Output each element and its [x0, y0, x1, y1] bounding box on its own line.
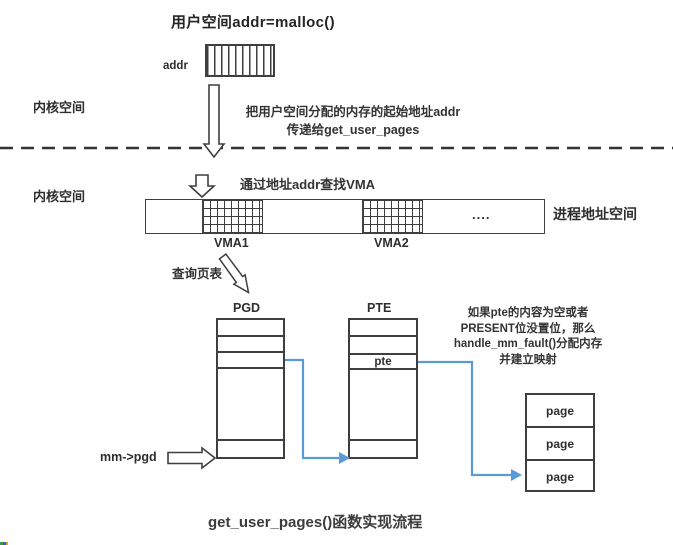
down-arrow-vma-icon	[187, 174, 217, 199]
pte-row-pte-entry: pte	[350, 355, 416, 370]
pgd-title: PGD	[233, 301, 261, 315]
page-frames-box: page page page	[525, 393, 595, 492]
fault-note-line2: PRESENT位没置位，那么	[460, 322, 596, 335]
page-frame: page	[545, 469, 574, 484]
diagram-caption: get_user_pages()函数实现流程	[208, 514, 423, 531]
pgd-to-pte-connector	[285, 358, 340, 460]
fault-note: 如果pte的内容为空或者 PRESENT位没置位，那么 handle_mm_fa…	[444, 306, 612, 368]
pass-addr-annotation: 把用户空间分配的内存的起始地址addr 传递给get_user_pages	[236, 103, 470, 139]
pte-to-page-connector	[418, 360, 512, 477]
right-arrow-mm-pgd-icon	[167, 446, 217, 470]
fault-note-line3: handle_mm_fault()分配内存	[453, 338, 603, 350]
artifact-blue	[3, 542, 6, 545]
pgd-table	[216, 318, 285, 459]
find-vma-annotation: 通过地址addr查找VMA	[240, 177, 376, 192]
vma2-label: VMA2	[374, 236, 409, 250]
pgd-row	[218, 320, 283, 337]
pass-addr-line2: 传递给get_user_pages	[286, 123, 420, 137]
process-address-space-bar	[145, 199, 545, 234]
pte-title: PTE	[367, 301, 392, 315]
pgd-row	[218, 369, 283, 441]
kernel-space-label-top: 内核空间	[33, 100, 86, 115]
bottom-left-artifact	[0, 542, 8, 545]
ellipsis-label: ....	[472, 207, 491, 222]
page-frame: page	[527, 395, 593, 428]
diagonal-arrow-query-icon	[218, 253, 250, 294]
kernel-space-label-mid: 内核空间	[33, 189, 86, 204]
pte-row	[350, 320, 416, 337]
addr-label: addr	[163, 60, 188, 72]
pgd-row-pgd-entry	[218, 441, 283, 457]
artifact-orange	[6, 542, 8, 545]
pte-to-page-arrowhead-icon	[511, 469, 522, 481]
vma2-region	[362, 200, 423, 233]
down-arrow-addr-icon	[202, 84, 226, 159]
pass-addr-line1: 把用户空间分配的内存的起始地址addr	[245, 105, 461, 119]
pte-table: pte	[348, 318, 418, 459]
mm-pgd-label: mm->pgd	[100, 450, 157, 464]
vma1-label: VMA1	[214, 236, 249, 250]
pte-row	[350, 441, 416, 457]
artifact-green	[0, 542, 3, 545]
pte-row	[350, 337, 416, 355]
pgd-row	[218, 337, 283, 353]
page-frame: page	[527, 428, 593, 461]
user-space-title: 用户空间addr=malloc()	[171, 14, 335, 31]
fault-note-line1: 如果pte的内容为空或者	[467, 307, 589, 319]
process-address-space-label: 进程地址空间	[553, 206, 637, 222]
pte-row	[350, 370, 416, 441]
fault-note-line4: 并建立映射	[499, 353, 557, 366]
query-page-table-label: 查询页表	[172, 267, 223, 281]
vma1-region	[202, 200, 263, 233]
pgd-row	[218, 353, 283, 369]
addr-memory-block	[205, 44, 275, 77]
